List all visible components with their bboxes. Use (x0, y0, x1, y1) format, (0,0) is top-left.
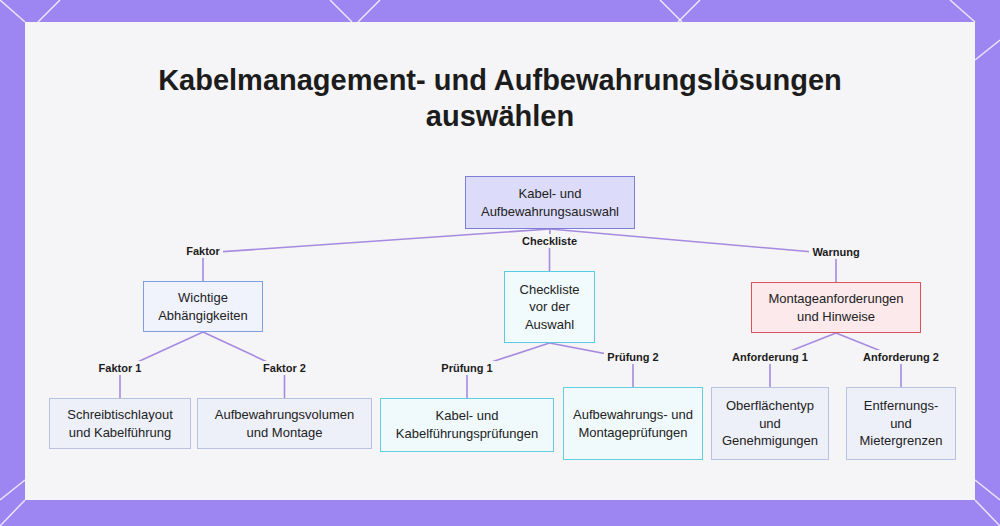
process-box: Aufbewahrungs- und Montageprüfungen (563, 387, 703, 460)
node-text: Kabel- und Kabelführungsprüfungen (389, 407, 545, 442)
edge-label: Faktor 2 (260, 361, 309, 375)
process-box: Schreibtischlayout und Kabelführung (49, 398, 191, 449)
edge-label: Checkliste (519, 234, 580, 248)
process-box: Entfernungs- und Mietergrenzen (846, 387, 956, 460)
node-text: Aufbewahrungs- und Montageprüfungen (572, 406, 694, 441)
node-text: Oberflächentyp und Genehmigungen (720, 397, 820, 450)
node-text: Montageanforderungen und Hinweise (760, 290, 912, 325)
process-box: Aufbewahrungsvolumen und Montage (197, 398, 372, 449)
edge-label: Warnung (809, 245, 862, 259)
edge-label: Faktor (183, 244, 223, 258)
connector-line (203, 229, 550, 281)
node-text: Wichtige Abhängigkeiten (152, 289, 254, 324)
node-text: Kabel- und Aufbewahrungsauswahl (474, 185, 626, 220)
node-text: Aufbewahrungsvolumen und Montage (206, 406, 363, 441)
edge-label: Anforderung 2 (860, 350, 942, 364)
edge-label: Faktor 1 (96, 361, 145, 375)
diagram-title: Kabelmanagement- und Aufbewahrungslösung… (100, 62, 900, 135)
process-box: Wichtige Abhängigkeiten (143, 281, 263, 332)
node-text: Entfernungs- und Mietergrenzen (855, 397, 947, 450)
edge-label: Anforderung 1 (729, 350, 811, 364)
node-text: Schreibtischlayout und Kabelführung (58, 406, 182, 441)
process-box: Kabel- und Kabelführungsprüfungen (380, 398, 554, 452)
process-box: Oberflächentyp und Genehmigungen (711, 387, 829, 460)
process-box: Montageanforderungen und Hinweise (751, 282, 921, 333)
edge-label: Prüfung 2 (604, 350, 661, 364)
process-box: Kabel- und Aufbewahrungsauswahl (465, 176, 635, 229)
edge-label: Prüfung 1 (438, 361, 495, 375)
node-text: Checkliste vor der Auswahl (513, 281, 586, 334)
process-box: Checkliste vor der Auswahl (504, 271, 595, 343)
